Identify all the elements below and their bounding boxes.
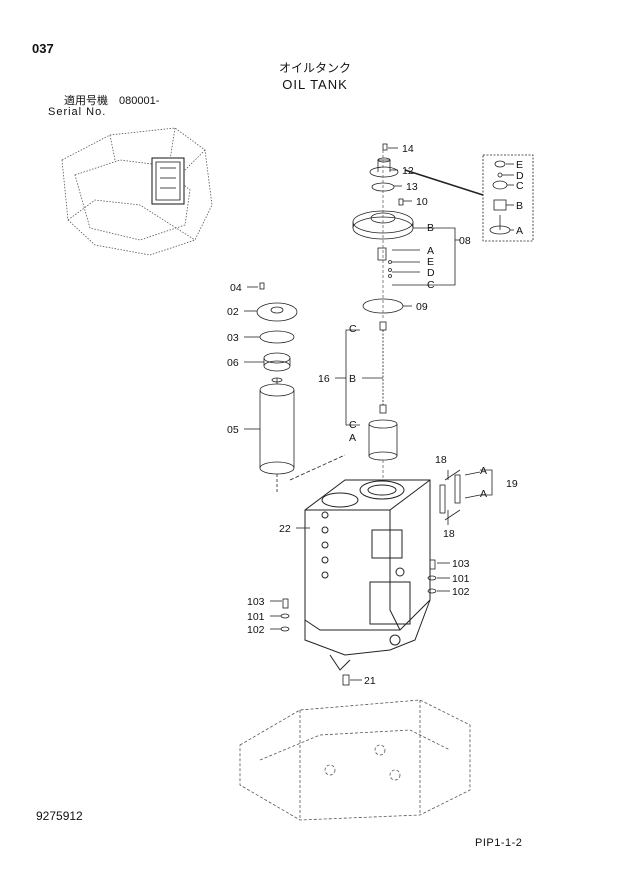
callout-103-right: 103 [452, 558, 470, 570]
callout-102-left: 102 [247, 624, 265, 636]
page-title: OIL TANK [282, 77, 348, 92]
screw-10 [398, 198, 404, 206]
hydraulic-oil-tank-22 [304, 479, 431, 671]
letter-08-b: B [427, 222, 434, 234]
kit-letter-e: E [516, 159, 523, 171]
serial-value: 080001- [119, 95, 160, 107]
letter-16-c-bottom: C [349, 419, 357, 431]
letter-16-a: A [349, 432, 356, 444]
callout-09: 09 [416, 301, 428, 313]
callout-10: 10 [416, 196, 428, 208]
letter-16-b: B [349, 373, 356, 385]
page-reference: PIP1-1-2 [475, 837, 523, 849]
callout-18-top: 18 [435, 454, 447, 466]
upper-frame-outline [239, 699, 471, 821]
callout-06: 06 [227, 357, 239, 369]
spring-06 [263, 352, 291, 372]
kit-letter-c: C [516, 180, 524, 192]
callout-labels: 14 12 13 10 08 09 16 04 02 03 06 05 22 1… [227, 143, 524, 687]
callout-16: 16 [318, 373, 330, 385]
callout-05: 05 [227, 424, 239, 436]
callout-13: 13 [406, 181, 418, 193]
callout-101-right: 101 [452, 573, 470, 585]
filter-element-05 [259, 377, 295, 492]
machine-locator-illustration [61, 127, 213, 256]
leader-05-to-tank [289, 454, 346, 481]
callout-12: 12 [402, 165, 414, 177]
tank-location-highlight [151, 157, 185, 205]
callout-103-left: 103 [247, 596, 265, 608]
hardware-right [427, 559, 437, 594]
callout-18-bottom: 18 [443, 528, 455, 540]
bolt-21 [342, 674, 350, 686]
letter-08-a: A [427, 245, 434, 257]
bolt-14 [382, 143, 388, 151]
callout-04: 04 [230, 282, 242, 294]
letter-19-a-top: A [480, 465, 487, 477]
kit-letter-b: B [516, 200, 523, 212]
kit-letter-d: D [516, 170, 524, 182]
strainer-16 [368, 321, 398, 461]
callout-21: 21 [364, 675, 376, 687]
brackets-18 [439, 469, 461, 521]
callout-102-right: 102 [452, 586, 470, 598]
page-title-japanese: オイルタンク [278, 61, 351, 75]
letter-08-d: D [427, 267, 435, 279]
letter-08-c: C [427, 279, 435, 291]
cap-12 [369, 157, 399, 178]
o-ring-03 [259, 330, 295, 344]
letter-16-c-top: C [349, 323, 357, 335]
filter-components-08 [377, 247, 392, 278]
bolt-04 [259, 282, 265, 290]
letter-19-a-bottom: A [480, 488, 487, 500]
hardware-left [280, 598, 290, 632]
page-number: 037 [32, 41, 54, 56]
callout-14: 14 [402, 143, 414, 155]
callout-02: 02 [227, 306, 239, 318]
callout-03: 03 [227, 332, 239, 344]
callout-08: 08 [459, 235, 471, 247]
callout-22: 22 [279, 523, 291, 535]
callout-19: 19 [506, 478, 518, 490]
document-number: 9275912 [36, 809, 83, 823]
kit-letter-a: A [516, 225, 523, 237]
serial-label: Serial No. [48, 106, 107, 118]
callout-101-left: 101 [247, 611, 265, 623]
letter-08-e: E [427, 256, 434, 268]
cover-02 [256, 302, 298, 322]
serial-label-japanese: 適用号機 [64, 95, 108, 107]
